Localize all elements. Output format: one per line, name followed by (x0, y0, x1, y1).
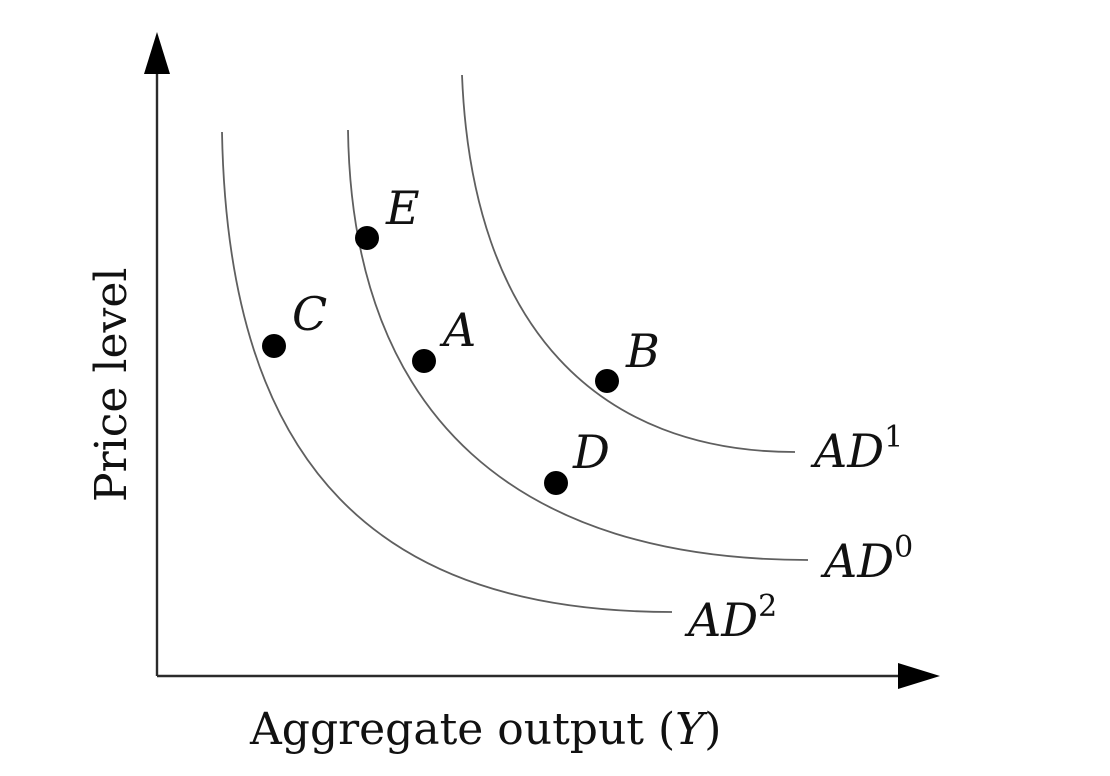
y-axis-title: Price level (86, 268, 137, 502)
point-label-c: C (292, 287, 327, 341)
x-axis-title: Aggregate output (Y) (249, 704, 721, 755)
point-label-b: B (625, 324, 660, 378)
point-e (355, 226, 379, 250)
point-label-e: E (385, 181, 420, 235)
curve-label-ad2: AD2 (684, 589, 777, 647)
point-b (595, 369, 619, 393)
curve-label-ad0: AD0 (820, 530, 913, 588)
curve-sup-ad2: 2 (758, 589, 777, 624)
point-label-d: D (572, 425, 610, 479)
point-d (544, 471, 568, 495)
y-axis-arrowhead (144, 32, 170, 74)
point-a (412, 349, 436, 373)
curve-sup-ad1: 1 (884, 420, 903, 455)
curve-label-ad1: AD1 (810, 420, 903, 478)
point-c (262, 334, 286, 358)
curve-ad2 (221, 131, 673, 613)
curve-ad1 (461, 74, 796, 453)
curve-sup-ad0: 0 (894, 530, 913, 565)
point-label-a: A (439, 303, 476, 357)
x-axis-arrowhead (898, 663, 940, 689)
